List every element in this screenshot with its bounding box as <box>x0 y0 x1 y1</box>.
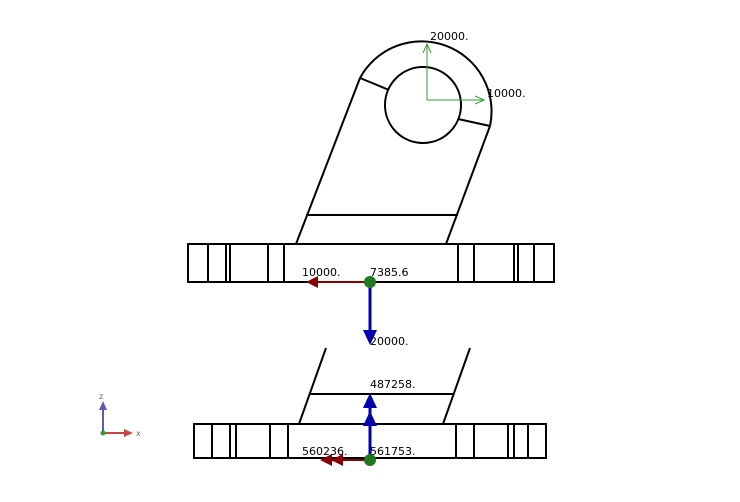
reaction-z-head <box>363 330 377 345</box>
lug-partition-line <box>457 118 491 127</box>
lower-reaction-z-value: 561753. <box>370 445 416 458</box>
lower-support-node[interactable] <box>364 454 376 466</box>
lug-web-right <box>445 125 491 245</box>
upper-load-arrows <box>427 44 484 100</box>
triad-z-head <box>99 401 107 410</box>
reaction-moment-value: 7385.6 <box>370 266 409 279</box>
member-force-head <box>363 393 377 408</box>
upper-lug-part <box>187 40 555 283</box>
lower-reaction-x-head <box>320 454 332 466</box>
member-force-value: 487258. <box>370 378 416 391</box>
triad-z-label: z <box>99 392 103 401</box>
lug-head-arc <box>359 40 493 127</box>
load-z-value: 20000. <box>430 30 469 43</box>
upper-reaction-z-arrow <box>363 284 377 345</box>
load-x-value: 10000. <box>487 87 526 100</box>
reaction-z-value: 20000. <box>370 335 409 348</box>
upper-support-node[interactable] <box>364 276 376 288</box>
lug-hole <box>384 66 462 144</box>
lower-web-left <box>298 347 327 425</box>
lower-reaction-x-arrow <box>320 454 370 466</box>
reaction-x-head <box>306 276 318 288</box>
lower-reaction-x-value: 560236. <box>302 445 348 458</box>
lug-partition-line <box>359 77 390 91</box>
triad-x-label: x <box>136 429 141 438</box>
reaction-x-value: 10000. <box>302 266 341 279</box>
triad-origin <box>100 430 106 436</box>
triad-x-head <box>124 429 133 437</box>
upper-reaction-x-arrow <box>306 276 370 288</box>
axis-triad: z x <box>99 392 141 438</box>
member-force-head-secondary <box>363 411 377 426</box>
lower-lug-part <box>193 347 547 459</box>
lower-member-force-arrow <box>363 393 377 460</box>
lower-web-right <box>442 347 471 425</box>
lower-reaction-x-head-secondary <box>331 454 343 466</box>
lug-web-left <box>295 77 361 245</box>
